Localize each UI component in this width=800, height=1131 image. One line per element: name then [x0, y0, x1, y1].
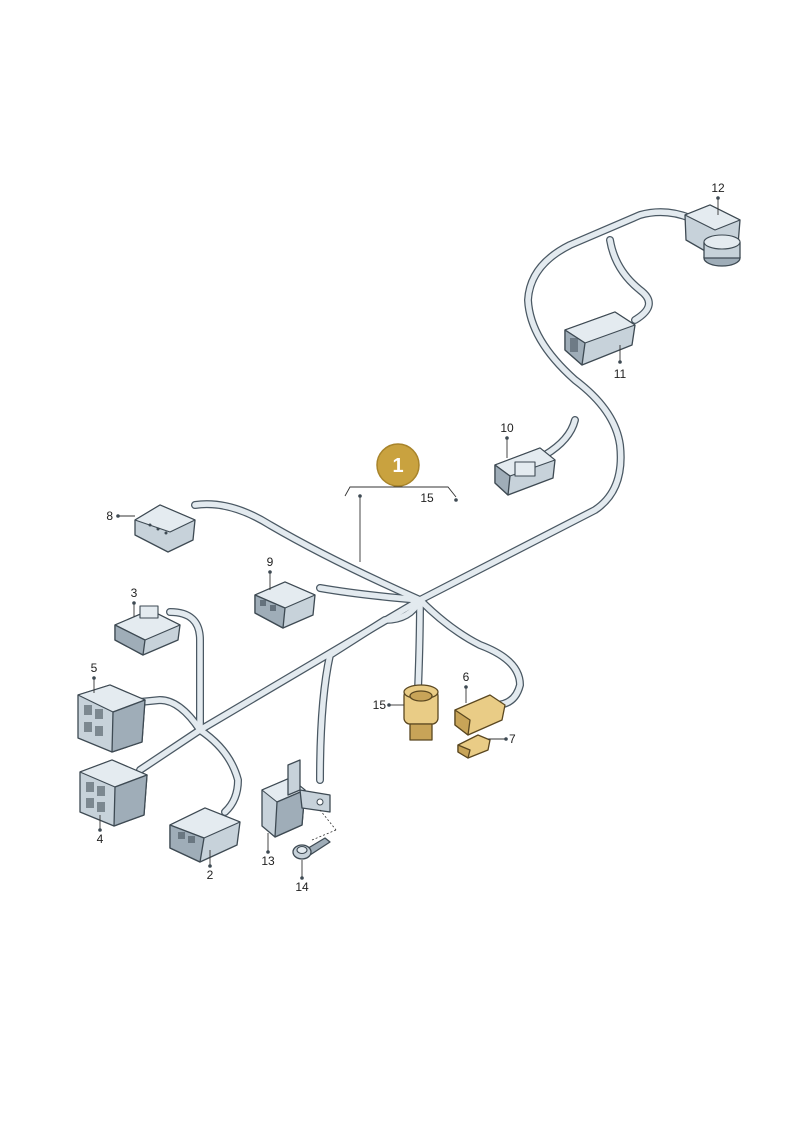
screw-14[interactable] [292, 837, 331, 860]
cable-segment [197, 209, 693, 733]
connector-2[interactable] [169, 807, 241, 863]
connector-8[interactable] [134, 504, 196, 553]
cable-segment [415, 597, 423, 693]
connector-11[interactable] [564, 311, 636, 366]
connector-9[interactable] [254, 581, 316, 629]
badge-label: 1 [392, 455, 403, 477]
connector-5[interactable] [77, 684, 146, 753]
badge-circle [376, 443, 420, 487]
callout-2: 2 [207, 868, 214, 882]
cable-segment [137, 727, 203, 773]
callout-12: 12 [711, 181, 725, 195]
badge-leader-lines [344, 486, 458, 562]
callout-13: 13 [261, 854, 275, 868]
callout-14: 14 [295, 880, 309, 894]
terminal-7-highlighted[interactable] [457, 734, 491, 759]
cable-segment [542, 417, 578, 458]
screw-alignment-line-2 [311, 829, 337, 841]
cable-segment [137, 697, 203, 733]
cable-segment [192, 501, 423, 603]
cable-segment [317, 597, 423, 783]
cable-segment [167, 609, 203, 733]
cable-segment [197, 727, 241, 815]
cable-segment-outline [196, 208, 694, 734]
callout-15-part: 15 [373, 698, 387, 712]
callout-5: 5 [91, 661, 98, 675]
connector-10[interactable] [494, 447, 556, 496]
callout-3: 3 [131, 586, 138, 600]
connector-6-highlighted[interactable] [454, 694, 506, 736]
bracket-13[interactable] [261, 759, 331, 838]
connector-4[interactable] [79, 759, 148, 827]
connector-12[interactable] [684, 204, 741, 267]
callout-6: 6 [463, 670, 470, 684]
connector-3[interactable] [114, 605, 181, 656]
callout-15-badge: 15 [420, 491, 434, 505]
callout-8: 8 [106, 509, 113, 523]
cable-segment [417, 597, 523, 708]
callout-9: 9 [267, 555, 274, 569]
cable-segment [607, 237, 652, 323]
harness-cables [136, 208, 694, 816]
callout-4: 4 [97, 832, 104, 846]
cable-segment [317, 585, 423, 603]
callout-11: 11 [614, 367, 627, 381]
callouts: 12 11 10 15 8 9 3 5 15 6 7 4 2 13 14 [91, 181, 725, 894]
part-1-badge[interactable]: 1 [376, 443, 420, 487]
screw-alignment-line [319, 809, 337, 831]
connector-15-highlighted[interactable] [403, 684, 439, 741]
callout-7: 7 [509, 732, 516, 746]
callout-10: 10 [500, 421, 514, 435]
